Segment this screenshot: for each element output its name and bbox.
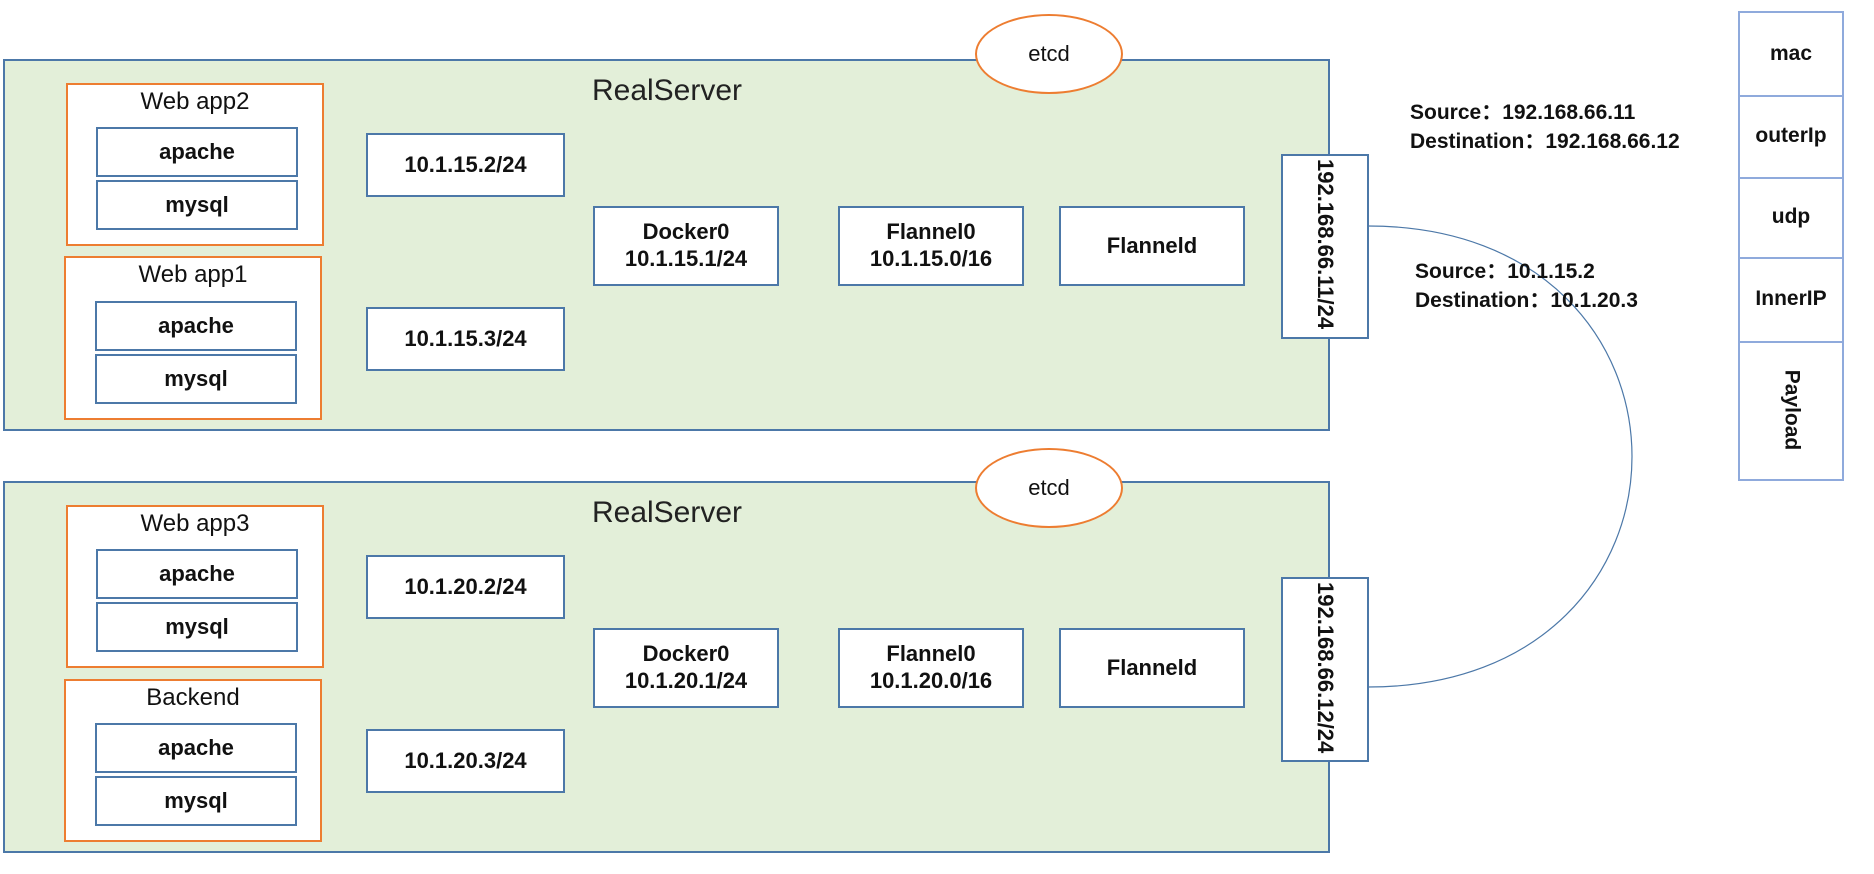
- flannel0-name: Flannel0: [886, 219, 976, 245]
- flannel0-ip: 10.1.20.0/16: [869, 668, 993, 693]
- etcd-store: etcd: [975, 14, 1123, 94]
- realserver-title: RealServer: [591, 74, 743, 107]
- flannel0-interface: Flannel0 10.1.20.0/16: [838, 628, 1024, 708]
- realserver-title: RealServer: [591, 496, 743, 529]
- outer-source-label: Source：192.168.66.11: [1410, 101, 1636, 124]
- inner-destination-label: Destination：10.1.20.3: [1415, 289, 1638, 312]
- packet-field-inner-ip: InnerIP: [1740, 257, 1842, 343]
- docker0-ip: 10.1.15.1/24: [624, 246, 748, 271]
- flannel0-interface: Flannel0 10.1.15.0/16: [838, 206, 1024, 286]
- flannel0-name: Flannel0: [886, 641, 976, 667]
- docker0-bridge: Docker0 10.1.15.1/24: [593, 206, 779, 286]
- host-ip: 192.168.66.11/24: [1313, 158, 1339, 329]
- veth-box: 10.1.20.3/24: [366, 729, 565, 793]
- payload-text: Payload: [1779, 369, 1803, 451]
- host-ip: 192.168.66.12/24: [1313, 581, 1339, 753]
- veth-box: 10.1.15.2/24: [366, 133, 565, 197]
- packet-field-mac: mac: [1740, 13, 1842, 97]
- app-name: Web app1: [138, 261, 248, 288]
- outer-destination-label: Destination：192.168.66.12: [1410, 130, 1680, 153]
- docker0-name: Docker0: [642, 219, 730, 245]
- service-mysql: mysql: [96, 180, 298, 230]
- service-apache: apache: [95, 723, 297, 773]
- app-backend: Backend apache mysql: [64, 679, 322, 842]
- veth-box: 10.1.20.2/24: [366, 555, 565, 619]
- flanneld-daemon: Flanneld: [1059, 628, 1245, 708]
- service-mysql: mysql: [96, 602, 298, 652]
- veth-box: 10.1.15.3/24: [366, 307, 565, 371]
- flannel0-ip: 10.1.15.0/16: [869, 246, 993, 271]
- service-apache: apache: [96, 549, 298, 599]
- service-apache: apache: [95, 301, 297, 351]
- app-name: Web app2: [140, 88, 250, 115]
- app-web-app3: Web app3 apache mysql: [66, 505, 324, 668]
- service-mysql: mysql: [95, 354, 297, 404]
- packet-field-payload: Payload: [1740, 341, 1842, 479]
- flanneld-daemon: Flanneld: [1059, 206, 1245, 286]
- app-web-app1: Web app1 apache mysql: [64, 256, 322, 420]
- app-name: Backend: [146, 684, 240, 711]
- inner-source-label: Source：10.1.15.2: [1415, 260, 1595, 283]
- docker0-bridge: Docker0 10.1.20.1/24: [593, 628, 779, 708]
- host-interface: 192.168.66.12/24: [1281, 577, 1369, 762]
- tunnel-arc: [1367, 225, 1633, 688]
- packet-field-udp: udp: [1740, 177, 1842, 259]
- service-apache: apache: [96, 127, 298, 177]
- app-web-app2: Web app2 apache mysql: [66, 83, 324, 246]
- host-interface: 192.168.66.11/24: [1281, 154, 1369, 339]
- app-name: Web app3: [140, 510, 250, 537]
- service-mysql: mysql: [95, 776, 297, 826]
- packet-field-outer-ip: outerIp: [1740, 95, 1842, 179]
- docker0-ip: 10.1.20.1/24: [624, 668, 748, 693]
- packet-structure: mac outerIp udp InnerIP Payload: [1738, 11, 1844, 481]
- etcd-store: etcd: [975, 448, 1123, 528]
- docker0-name: Docker0: [642, 641, 730, 667]
